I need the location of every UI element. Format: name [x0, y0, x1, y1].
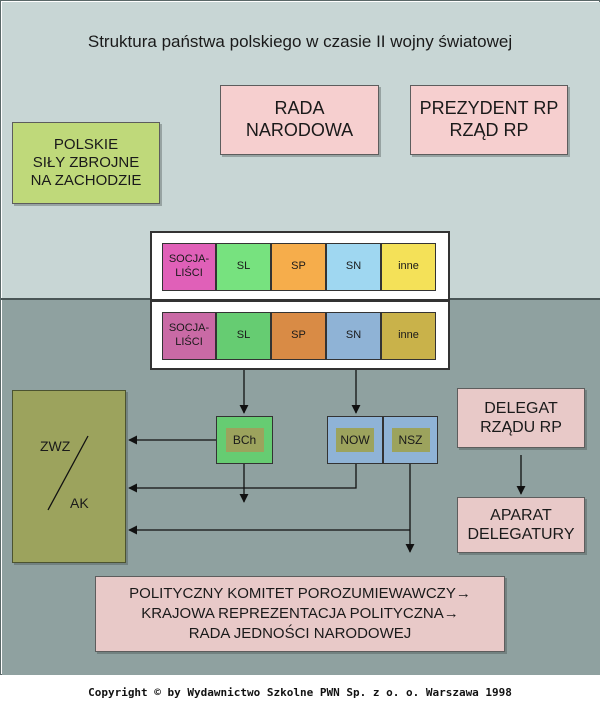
- ak-label: AK: [70, 495, 89, 511]
- delegat-rzadu-box: DELEGAT RZĄDU RP: [457, 388, 585, 448]
- copyright-text: Copyright © by Wydawnictwo Szkolne PWN S…: [88, 686, 512, 699]
- zwz-label: ZWZ: [40, 438, 71, 454]
- party-cell-sp-upper: SP: [271, 243, 326, 291]
- aparat-delegatury-box: APARAT DELEGATURY: [457, 497, 585, 553]
- nsz-label: NSZ: [391, 428, 430, 452]
- rada-narodowa-box: RADA NARODOWA: [220, 85, 379, 155]
- party-cell-inne-lower: inne: [381, 312, 436, 360]
- now-label: NOW: [336, 428, 374, 452]
- komitet-box: POLITYCZNY KOMITET POROZUMIEWAWCZY→ KRAJ…: [95, 576, 505, 652]
- party-cell-sn-upper: SN: [326, 243, 381, 291]
- prezydent-rzad-box: PREZYDENT RP RZĄD RP: [410, 85, 568, 155]
- party-cell-sl-lower: SL: [216, 312, 271, 360]
- now-box: NOW: [327, 416, 383, 464]
- nsz-box: NSZ: [383, 416, 438, 464]
- bch-box: BCh: [216, 416, 273, 464]
- diagram-title: Struktura państwa polskiego w czasie II …: [87, 32, 513, 51]
- party-cell-sl-upper: SL: [216, 243, 271, 291]
- polskie-sily-zbrojne-box: POLSKIE SIŁY ZBROJNE NA ZACHODZIE: [12, 122, 160, 204]
- parties-upper-frame: SOCJA- LIŚCI SL SP SN inne: [150, 231, 450, 301]
- party-cell-socjalisci-lower: SOCJA- LIŚCI: [162, 312, 216, 360]
- zwz-ak-box: [12, 390, 126, 563]
- party-cell-inne-upper: inne: [381, 243, 436, 291]
- party-cell-socjalisci-upper: SOCJA- LIŚCI: [162, 243, 216, 291]
- party-cell-sp-lower: SP: [271, 312, 326, 360]
- bch-label: BCh: [225, 428, 264, 452]
- party-cell-sn-lower: SN: [326, 312, 381, 360]
- parties-lower-frame: SOCJA- LIŚCI SL SP SN inne: [150, 300, 450, 370]
